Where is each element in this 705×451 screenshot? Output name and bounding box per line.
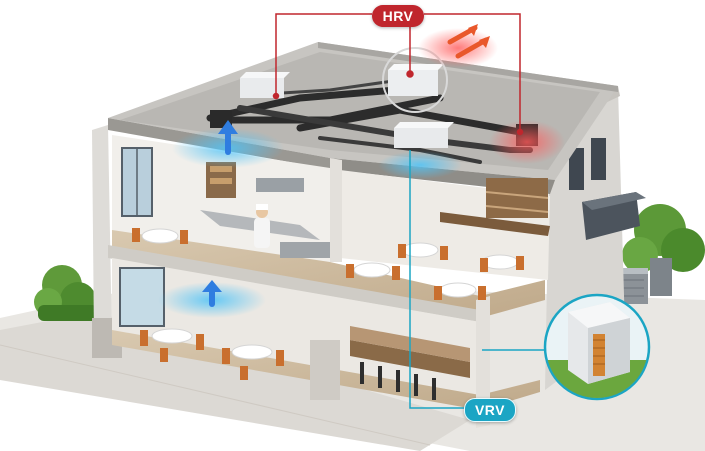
upper-dining xyxy=(132,178,550,300)
left-tree xyxy=(34,265,98,321)
hrv-zoom-circle xyxy=(382,47,448,113)
hrv-unit-roof xyxy=(240,64,454,148)
hrv-label-badge: HRV xyxy=(372,5,424,27)
warm-air-arrows-icon xyxy=(418,24,498,68)
vrv-outdoor-unit-icon xyxy=(543,293,651,401)
vrv-callout-line xyxy=(409,150,548,409)
cool-air-arrows-icon xyxy=(158,120,462,318)
vrv-label-badge: VRV xyxy=(464,398,516,422)
hot-air-glow xyxy=(489,120,565,164)
hrv-callout-line xyxy=(272,13,524,136)
kitchen xyxy=(200,162,330,258)
